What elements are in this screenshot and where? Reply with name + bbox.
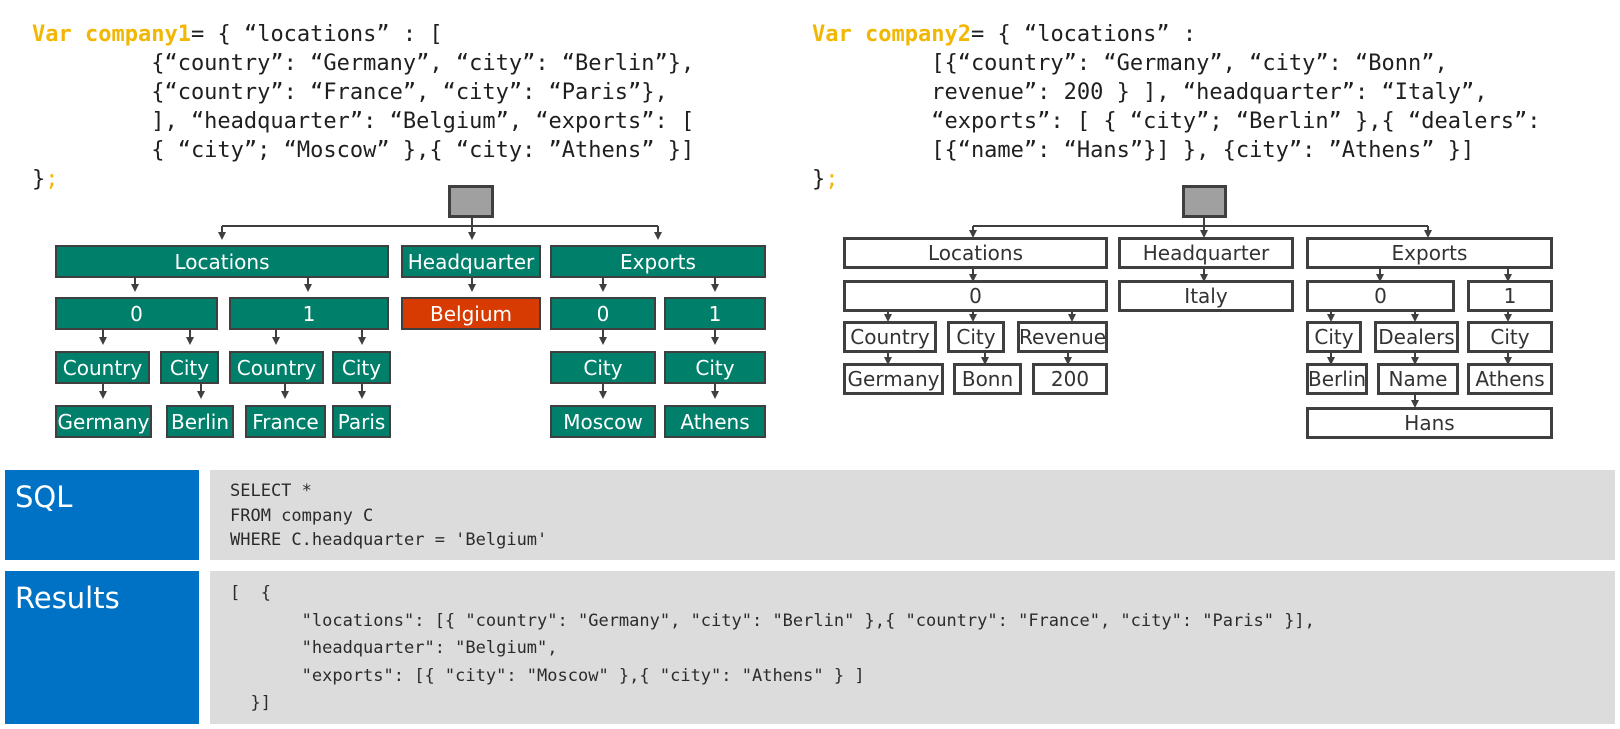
sql-line-3: WHERE C.headquarter = 'Belgium': [230, 530, 548, 550]
tree2-loc0-node: 0: [843, 280, 1108, 312]
tree1-exp0-node: 0: [550, 297, 656, 330]
tree2-city-node: City: [947, 321, 1005, 353]
tree2-hans-node: Hans: [1306, 407, 1553, 439]
tree2-root-node: [1182, 185, 1227, 218]
company1-code: Var company1= { “locations” : [ {“countr…: [32, 20, 694, 194]
tree1-hq-value-node: Belgium: [401, 297, 541, 330]
company2-line1: = { “locations” :: [970, 22, 1197, 47]
results-label-box: Results: [5, 571, 199, 724]
results-code: [ { "locations": [{ "country": "Germany"…: [230, 580, 1315, 718]
tree2-exp0-city-node: City: [1306, 321, 1362, 353]
tree1-exp1-node: 1: [664, 297, 766, 330]
results-line-2: "locations": [{ "country": "Germany", "c…: [230, 610, 1315, 631]
company2-line4: “exports”: [ { “city”; “Berlin” },{ “dea…: [812, 109, 1541, 134]
tree2-headquarter-node: Headquarter: [1118, 237, 1294, 269]
tree1-loc0-country-node: Country: [55, 351, 150, 384]
tree2-country-node: Country: [843, 321, 937, 353]
company1-line1: = { “locations” : [: [190, 22, 443, 47]
tree1-loc0-node: 0: [55, 297, 218, 330]
tree2-exp1-city-node: City: [1467, 321, 1553, 353]
company2-line2: [{“country”: “Germany”, “city”: “Bonn”,: [812, 51, 1448, 76]
tree1-loc1-city-node: City: [332, 351, 391, 384]
tree1-loc0-city-node: City: [160, 351, 219, 384]
company2-close-brace: }: [812, 167, 826, 192]
results-code-panel: [210, 571, 1615, 724]
tree1-france-node: France: [245, 405, 326, 438]
company1-line3: {“country”: “France”, “city”: “Paris”},: [32, 80, 668, 105]
tree2-germany-node: Germany: [843, 363, 944, 395]
company1-var-keyword: Var: [32, 22, 72, 47]
tree1-exports-node: Exports: [550, 245, 766, 278]
tree1-athens-node: Athens: [664, 405, 766, 438]
sql-code-panel: [210, 470, 1615, 560]
tree1-moscow-node: Moscow: [550, 405, 656, 438]
company1-close-brace: }: [32, 167, 46, 192]
tree1-berlin-node: Berlin: [166, 405, 234, 438]
tree2-locations-node: Locations: [843, 237, 1108, 269]
results-line-4: "exports": [{ "city": "Moscow" },{ "city…: [230, 665, 865, 686]
tree2-hq-value-node: Italy: [1118, 280, 1294, 312]
tree1-headquarter-node: Headquarter: [401, 245, 541, 278]
tree1-root-node: [448, 185, 494, 218]
company1-line4: ], “headquarter”: “Belgium”, “exports”: …: [32, 109, 695, 134]
tree2-bonn-node: Bonn: [953, 363, 1022, 395]
sql-line-2: FROM company C: [230, 505, 374, 526]
tree2-exp0-node: 0: [1306, 280, 1455, 312]
company1-semicolon: ;: [45, 167, 59, 192]
tree1-locations-node: Locations: [55, 245, 389, 278]
company2-line5: [{“name”: “Hans”}] }, {city”: ”Athens” }…: [812, 138, 1475, 163]
company2-var-keyword: Var: [812, 22, 852, 47]
company2-name: company2: [865, 22, 971, 47]
company1-line2: {“country”: “Germany”, “city”: “Berlin”}…: [32, 51, 695, 76]
results-line-3: "headquarter": "Belgium",: [230, 638, 558, 658]
sql-label-box: SQL: [5, 470, 199, 560]
tree2-exp1-node: 1: [1467, 280, 1553, 312]
tree1-exp0-city-node: City: [550, 351, 656, 384]
tree2-name-node: Name: [1377, 363, 1459, 395]
company2-line3: revenue”: 200 } ], “headquarter”: “Italy…: [812, 80, 1488, 105]
tree1-loc1-country-node: Country: [229, 351, 324, 384]
tree2-revenue-value-node: 200: [1032, 363, 1108, 395]
tree2-revenue-node: Revenue: [1017, 321, 1108, 353]
tree2-exports-node: Exports: [1306, 237, 1553, 269]
company2-semicolon: ;: [825, 167, 839, 192]
results-line-1: [ {: [230, 583, 271, 603]
results-label: Results: [15, 581, 120, 615]
sql-line-1: SELECT *: [230, 481, 312, 501]
company1-name: company1: [85, 22, 191, 47]
tree2-athens-node: Athens: [1467, 363, 1553, 395]
sql-code: SELECT * FROM company C WHERE C.headquar…: [230, 479, 547, 553]
tree1-paris-node: Paris: [332, 405, 391, 438]
tree2-berlin-node: Berlin: [1306, 363, 1368, 395]
sql-label: SQL: [15, 480, 73, 514]
tree1-exp1-city-node: City: [664, 351, 766, 384]
company1-line5: { “city”; “Moscow” },{ “city: ”Athens” }…: [32, 138, 695, 163]
company2-code: Var company2= { “locations” : [{“country…: [812, 20, 1540, 194]
results-line-5: }]: [230, 693, 271, 713]
tree2-dealers-node: Dealers: [1374, 321, 1459, 353]
tree1-germany-node: Germany: [55, 405, 152, 438]
tree1-loc1-node: 1: [229, 297, 389, 330]
